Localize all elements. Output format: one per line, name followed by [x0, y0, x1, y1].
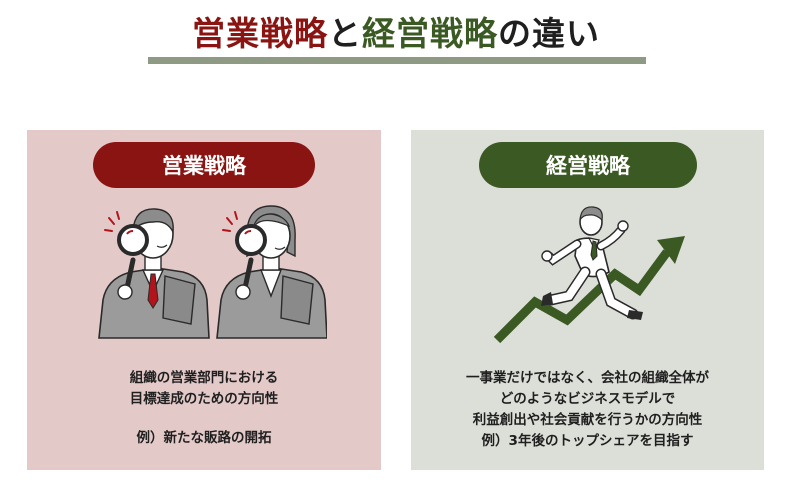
title-underline — [148, 57, 646, 64]
title-difference: の違い — [498, 14, 600, 53]
running-businessman-growth-illustration — [493, 206, 685, 344]
title-conjunction: と — [328, 14, 362, 53]
management-strategy-description: 一事業だけではなく、会社の組織全体が どのようなビジネスモデルで 利益創出や社会… — [411, 368, 764, 452]
businesswoman-with-magnifier-icon — [216, 205, 327, 339]
growth-arrow-icon — [493, 236, 685, 344]
businessman-with-magnifier-icon — [98, 208, 210, 339]
sales-desc-line-2: 目標達成のための方向性 — [129, 391, 279, 407]
management-strategy-panel: 経営戦略 一事業だけではなく、会社の組織全体が どのよう — [411, 130, 764, 470]
title-sales-strategy: 営業戦略 — [192, 14, 328, 53]
sales-example: 例）新たな販路の開拓 — [136, 430, 272, 446]
page-title: 営業戦略と経営戦略の違い — [0, 12, 792, 56]
sales-strategy-description: 組織の営業部門における 目標達成のための方向性 例）新たな販路の開拓 — [27, 368, 381, 449]
businesspeople-magnifier-illustration — [98, 205, 327, 339]
management-example: 例）3年後のトップシェアを目指す — [481, 433, 694, 449]
management-strategy-label: 経営戦略 — [479, 142, 697, 188]
sales-strategy-label: 営業戦略 — [93, 142, 315, 188]
management-desc-line-2: どのようなビジネスモデルで — [499, 391, 676, 407]
running-businessman-icon — [541, 206, 643, 320]
management-desc-line-1: 一事業だけではなく、会社の組織全体が — [466, 370, 709, 386]
title-management-strategy: 経営戦略 — [362, 14, 498, 53]
sales-strategy-panel: 営業戦略 — [27, 130, 381, 470]
sales-desc-line-1: 組織の営業部門における — [129, 370, 279, 386]
management-desc-line-3: 利益創出や社会貢献を行うかの方向性 — [472, 412, 703, 428]
